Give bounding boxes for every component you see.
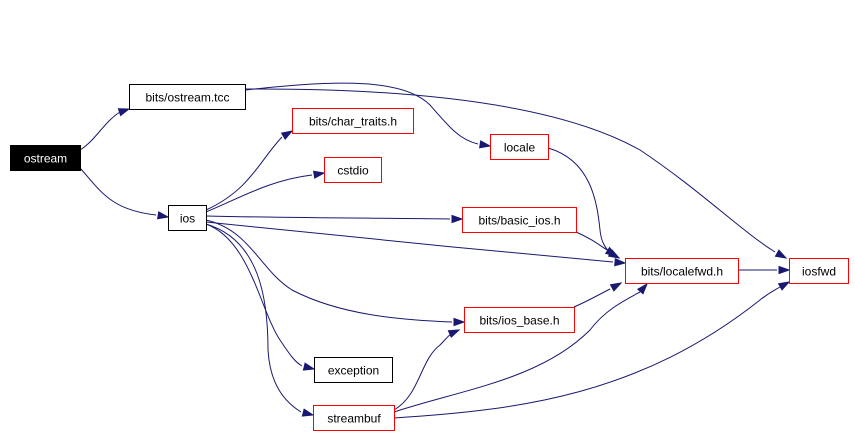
- edge-ios-to-ios-base: [205, 219, 466, 327]
- node-localefwd[interactable]: bits/localefwd.h: [625, 258, 739, 284]
- arrowhead-icon: [453, 317, 466, 327]
- node-label: exception: [328, 364, 379, 378]
- edge-line: [205, 136, 283, 211]
- node-box: [10, 145, 81, 171]
- edge-ostream-to-ostream-tcc: [79, 108, 131, 151]
- arrowhead-icon: [117, 108, 131, 117]
- edge-ios-base-to-localefwd: [573, 282, 623, 308]
- edge-line: [205, 219, 453, 323]
- arrowhead-icon: [447, 329, 461, 339]
- edge-line: [393, 291, 641, 413]
- arrowhead-icon: [636, 282, 649, 295]
- node-box: [462, 207, 577, 233]
- edge-line: [205, 223, 302, 413]
- edge-locale-to-localefwd: [547, 147, 621, 259]
- edge-ostream-tcc-to-iosfwd: [244, 88, 788, 259]
- edge-line: [393, 286, 781, 419]
- edge-ios-to-localefwd: [205, 221, 627, 267]
- edge-ios-to-streambuf: [205, 223, 315, 417]
- node-label: bits/ios_base.h: [479, 314, 559, 328]
- arrowhead-icon: [280, 130, 294, 140]
- node-cstdio[interactable]: cstdio: [324, 157, 382, 183]
- arrowhead-icon: [301, 408, 315, 417]
- node-box: [789, 258, 849, 284]
- arrowhead-icon: [774, 249, 788, 259]
- edge-basic-ios-to-localefwd: [575, 231, 618, 257]
- node-box: [168, 205, 207, 231]
- node-box: [129, 84, 246, 110]
- edge-localefwd-to-iosfwd: [738, 265, 791, 275]
- edge-streambuf-to-localefwd: [393, 282, 649, 413]
- node-label: bits/basic_ios.h: [478, 214, 560, 228]
- node-label: ios: [180, 212, 195, 226]
- edge-ios-to-exception: [205, 223, 316, 371]
- arrowhead-icon: [604, 246, 618, 257]
- edge-streambuf-to-ios-base: [393, 329, 461, 411]
- edge-ios-to-char-traits: [205, 130, 294, 211]
- node-ostream: ostream: [10, 145, 81, 171]
- arrowhead-icon: [156, 211, 170, 220]
- edge-line: [79, 167, 157, 216]
- node-label: ostream: [24, 152, 67, 166]
- arrowhead-icon: [609, 282, 623, 292]
- node-box: [464, 307, 575, 333]
- edges-layer: [79, 82, 791, 419]
- node-box: [625, 258, 739, 284]
- arrowhead-icon: [451, 214, 464, 224]
- edge-line: [205, 223, 303, 367]
- arrowhead-icon: [614, 257, 627, 267]
- node-box: [490, 134, 549, 160]
- edge-line: [393, 332, 453, 411]
- node-label: locale: [504, 141, 536, 155]
- node-ostream-tcc[interactable]: bits/ostream.tcc: [129, 84, 246, 110]
- edge-streambuf-to-iosfwd: [393, 281, 791, 419]
- node-label: cstdio: [337, 164, 369, 178]
- node-ios[interactable]: ios: [168, 205, 207, 231]
- edge-line: [205, 174, 313, 213]
- edge-line: [79, 111, 121, 151]
- edge-line: [575, 231, 608, 251]
- edge-line: [205, 221, 614, 263]
- edge-line: [205, 215, 451, 220]
- arrowhead-icon: [312, 170, 326, 179]
- edge-ios-to-basic-ios: [205, 214, 464, 224]
- node-ios-base[interactable]: bits/ios_base.h: [464, 307, 575, 333]
- node-box: [314, 357, 393, 383]
- node-label: bits/ostream.tcc: [145, 91, 229, 105]
- node-box: [313, 405, 395, 431]
- edge-line: [573, 288, 611, 308]
- node-locale[interactable]: locale: [490, 134, 549, 160]
- nodes-layer: ostream bits/ostream.tcc ios bits/char_trai…: [10, 84, 849, 431]
- node-char-traits[interactable]: bits/char_traits.h: [292, 108, 414, 134]
- arrowhead-icon: [778, 265, 791, 275]
- node-iosfwd[interactable]: iosfwd: [789, 258, 849, 284]
- node-label: streambuf: [327, 412, 381, 426]
- arrowhead-icon: [302, 362, 316, 371]
- node-basic-ios[interactable]: bits/basic_ios.h: [462, 207, 577, 233]
- node-box: [324, 157, 382, 183]
- edge-ios-to-cstdio: [205, 170, 326, 213]
- node-exception[interactable]: exception: [314, 357, 393, 383]
- node-label: bits/char_traits.h: [309, 115, 397, 129]
- node-label: iosfwd: [802, 265, 836, 279]
- arrowhead-icon: [777, 281, 791, 291]
- edge-line: [244, 88, 776, 253]
- arrowhead-icon: [478, 140, 492, 149]
- node-streambuf[interactable]: streambuf: [313, 405, 395, 431]
- edge-line: [547, 147, 613, 255]
- node-box: [292, 108, 414, 134]
- node-label: bits/localefwd.h: [641, 265, 723, 279]
- edge-ostream-to-ios: [79, 167, 170, 220]
